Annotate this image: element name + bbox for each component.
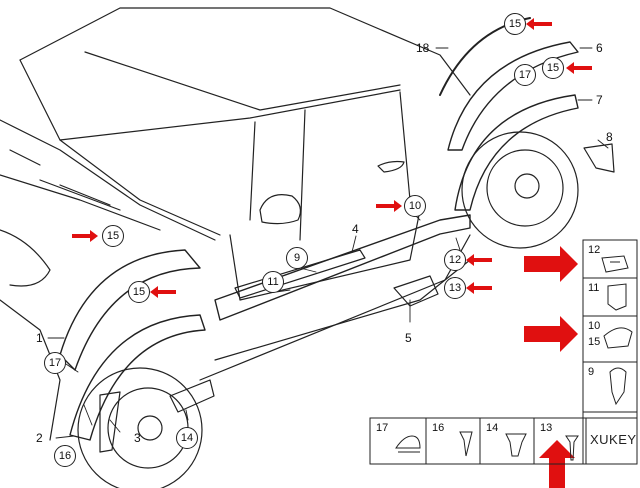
hood-front	[0, 174, 161, 231]
label-7: 7	[596, 93, 603, 107]
leaders	[47, 47, 609, 439]
table-label-10: 10	[588, 320, 601, 332]
a-pillar	[59, 89, 401, 141]
table-label-17: 17	[376, 422, 389, 434]
circle-17-front: 17	[44, 352, 66, 374]
circle-17-top: 17	[514, 64, 536, 86]
part-3	[99, 391, 121, 453]
part-5-clip	[393, 275, 439, 307]
front-wheel-inner	[107, 387, 189, 469]
thumb-14-rivet	[505, 433, 527, 457]
circle-10: 10	[404, 195, 426, 217]
circle-11: 11	[262, 271, 284, 293]
table-label-12: 12	[588, 244, 601, 256]
arrow-table-12	[524, 246, 578, 282]
sill-4	[214, 214, 471, 321]
arrow-15-right	[566, 62, 592, 74]
front-wheel-outer	[77, 367, 203, 488]
hood-outline	[0, 119, 216, 241]
side-mirror	[259, 194, 302, 225]
arrow-15-front	[150, 286, 176, 298]
circle-12: 12	[444, 249, 466, 271]
circle-9: 9	[286, 247, 308, 269]
front-arch-2	[69, 314, 206, 441]
thumb-9-clip	[609, 367, 627, 406]
arch-7	[454, 94, 579, 211]
table-label-16: 16	[432, 422, 445, 434]
thumb-12-nut	[601, 255, 629, 273]
circle-15-front: 15	[128, 281, 150, 303]
thumb-11-clip	[607, 283, 627, 311]
arrow-table-10	[524, 316, 578, 352]
door-outline	[229, 209, 421, 301]
table-label-14: 14	[486, 422, 499, 434]
sill-strip-9	[234, 249, 366, 299]
table-label-15: 15	[588, 336, 601, 348]
parts-table	[369, 239, 638, 465]
red-arrows	[72, 18, 592, 488]
lower-body-line	[214, 259, 471, 361]
roof-outline	[19, 7, 471, 96]
label-2: 2	[36, 431, 43, 445]
thumb-16-screw	[459, 431, 473, 457]
arrow-10	[376, 200, 402, 212]
table-label-11: 11	[588, 282, 600, 294]
part-8	[583, 143, 615, 173]
circle-15-top: 15	[504, 13, 526, 35]
circle-15-left: 15	[102, 225, 124, 247]
rear-wheel-hub	[514, 173, 540, 199]
thumb-10-clip	[603, 327, 633, 349]
front-wheel-hub	[137, 415, 163, 441]
table-label-13: 13	[540, 422, 553, 434]
sill-4-bottom	[199, 234, 471, 381]
grille-lines	[9, 149, 121, 211]
front-arch-1	[59, 249, 201, 371]
headlight	[0, 229, 51, 287]
label-3: 3	[134, 431, 141, 445]
circle-16: 16	[54, 445, 76, 467]
part-14	[169, 379, 215, 413]
arrow-13	[466, 282, 492, 294]
circle-14: 14	[176, 427, 198, 449]
circle-13: 13	[444, 277, 466, 299]
thumb-17-grommet	[395, 435, 421, 453]
label-5: 5	[405, 331, 412, 345]
rear-wheel-outer	[461, 131, 579, 249]
brand-watermark: XUKEY	[590, 432, 637, 447]
label-8: 8	[606, 130, 613, 144]
arrow-15-top	[526, 18, 552, 30]
circle-15-right: 15	[542, 57, 564, 79]
arrow-12	[466, 254, 492, 266]
label-1: 1	[36, 331, 43, 345]
label-4: 4	[352, 222, 359, 236]
arch-6	[447, 41, 579, 151]
windshield-outline	[19, 59, 221, 236]
roof-lower-line	[84, 51, 401, 111]
rear-wheel-inner	[486, 149, 564, 227]
arrow-15-left	[72, 230, 98, 242]
side-window	[249, 91, 411, 241]
label-6: 6	[596, 41, 603, 55]
door-handle	[377, 160, 405, 173]
label-18: 18	[416, 41, 430, 55]
thumb-13-screw	[565, 435, 579, 461]
table-label-9: 9	[588, 366, 595, 378]
